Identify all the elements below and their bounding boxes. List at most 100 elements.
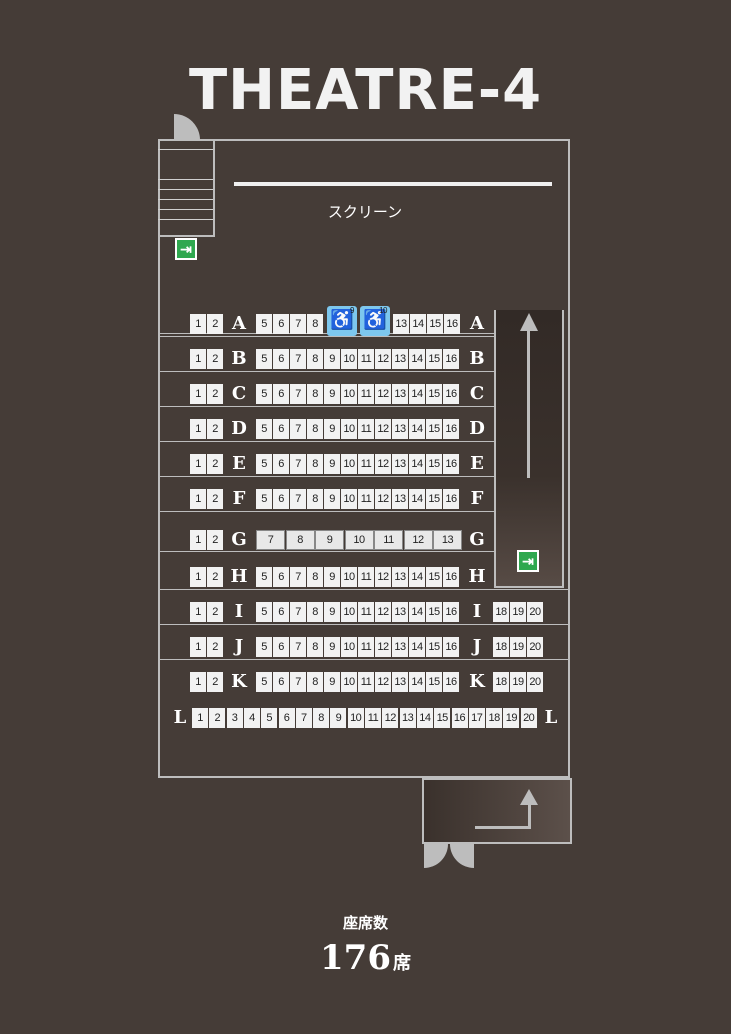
- accessible-seat[interactable]: 9♿: [327, 306, 357, 336]
- seat[interactable]: 1: [190, 602, 206, 622]
- seat[interactable]: 12: [375, 349, 391, 369]
- accessible-seat[interactable]: 10♿: [360, 306, 390, 336]
- seat[interactable]: 1: [190, 672, 206, 692]
- seat[interactable]: 12: [375, 637, 391, 657]
- seat[interactable]: 12: [375, 602, 391, 622]
- seat[interactable]: 8: [307, 314, 323, 334]
- seat[interactable]: 16: [443, 602, 459, 622]
- seat[interactable]: 6: [278, 708, 295, 728]
- seat[interactable]: 20: [520, 708, 537, 728]
- seat[interactable]: 10: [341, 419, 357, 439]
- seat[interactable]: 2: [207, 567, 223, 587]
- seat[interactable]: 12: [375, 489, 391, 509]
- seat[interactable]: 13: [392, 567, 408, 587]
- seat[interactable]: 11: [358, 567, 374, 587]
- seat[interactable]: 15: [426, 637, 442, 657]
- seat[interactable]: 15: [427, 314, 443, 334]
- seat[interactable]: 18: [493, 602, 509, 622]
- seat[interactable]: 19: [510, 672, 526, 692]
- seat[interactable]: 18: [493, 672, 509, 692]
- seat[interactable]: 13: [392, 349, 408, 369]
- seat[interactable]: 9: [324, 567, 340, 587]
- seat[interactable]: 5: [256, 384, 272, 404]
- seat[interactable]: 14: [410, 314, 426, 334]
- seat[interactable]: 13: [433, 530, 462, 550]
- seat[interactable]: 13: [392, 419, 408, 439]
- seat[interactable]: 14: [409, 454, 425, 474]
- seat[interactable]: 15: [426, 602, 442, 622]
- seat[interactable]: 9: [324, 384, 340, 404]
- seat[interactable]: 10: [341, 672, 357, 692]
- seat[interactable]: 11: [365, 708, 381, 728]
- seat[interactable]: 1: [190, 530, 206, 550]
- seat[interactable]: 9: [324, 602, 340, 622]
- seat[interactable]: 9: [315, 530, 344, 550]
- seat[interactable]: 7: [290, 384, 306, 404]
- seat[interactable]: 2: [207, 602, 223, 622]
- seat[interactable]: 12: [375, 384, 391, 404]
- seat[interactable]: 2: [207, 454, 223, 474]
- seat[interactable]: 5: [256, 602, 272, 622]
- seat[interactable]: 17: [468, 708, 485, 728]
- seat[interactable]: 10: [341, 637, 357, 657]
- seat[interactable]: 8: [285, 530, 315, 550]
- seat[interactable]: 1: [190, 384, 206, 404]
- seat[interactable]: 4: [243, 708, 260, 728]
- seat[interactable]: 19: [510, 602, 526, 622]
- seat[interactable]: 1: [190, 314, 206, 334]
- seat[interactable]: 5: [261, 708, 278, 728]
- seat[interactable]: 3: [226, 708, 243, 728]
- seat[interactable]: 14: [409, 489, 425, 509]
- seat[interactable]: 2: [207, 530, 223, 550]
- seat[interactable]: 9: [324, 672, 340, 692]
- seat[interactable]: 19: [510, 637, 526, 657]
- seat[interactable]: 13: [392, 637, 408, 657]
- seat[interactable]: 2: [207, 672, 223, 692]
- seat[interactable]: 16: [443, 567, 459, 587]
- seat[interactable]: 16: [451, 708, 468, 728]
- seat[interactable]: 1: [190, 419, 206, 439]
- seat[interactable]: 5: [256, 454, 272, 474]
- seat[interactable]: 5: [256, 349, 272, 369]
- seat[interactable]: 15: [426, 672, 442, 692]
- seat[interactable]: 7: [290, 489, 306, 509]
- seat[interactable]: 8: [307, 349, 323, 369]
- seat[interactable]: 1: [190, 489, 206, 509]
- seat[interactable]: 1: [190, 454, 206, 474]
- seat[interactable]: 10: [341, 489, 357, 509]
- seat[interactable]: 15: [426, 384, 442, 404]
- seat[interactable]: 14: [409, 384, 425, 404]
- seat[interactable]: 2: [207, 489, 223, 509]
- seat[interactable]: 8: [307, 602, 323, 622]
- seat[interactable]: 14: [409, 602, 425, 622]
- seat[interactable]: 10: [341, 349, 357, 369]
- seat[interactable]: 18: [486, 708, 503, 728]
- seat[interactable]: 14: [409, 349, 425, 369]
- seat[interactable]: 5: [256, 489, 272, 509]
- seat[interactable]: 10: [344, 530, 374, 550]
- seat[interactable]: 11: [358, 349, 374, 369]
- seat[interactable]: 9: [324, 637, 340, 657]
- seat[interactable]: 13: [393, 314, 409, 334]
- seat[interactable]: 6: [273, 489, 289, 509]
- seat[interactable]: 14: [409, 567, 425, 587]
- seat[interactable]: 11: [358, 419, 374, 439]
- seat[interactable]: 8: [307, 419, 323, 439]
- seat[interactable]: 16: [443, 637, 459, 657]
- seat[interactable]: 10: [341, 567, 357, 587]
- seat[interactable]: 7: [290, 602, 306, 622]
- seat[interactable]: 8: [307, 454, 323, 474]
- seat[interactable]: 1: [190, 567, 206, 587]
- seat[interactable]: 9: [324, 454, 340, 474]
- seat[interactable]: 7: [256, 530, 285, 550]
- seat[interactable]: 5: [256, 672, 272, 692]
- seat[interactable]: 16: [443, 384, 459, 404]
- seat[interactable]: 8: [307, 637, 323, 657]
- seat[interactable]: 20: [527, 672, 543, 692]
- seat[interactable]: 12: [375, 454, 391, 474]
- seat[interactable]: 16: [443, 349, 459, 369]
- seat[interactable]: 10: [341, 384, 357, 404]
- seat[interactable]: 6: [273, 602, 289, 622]
- seat[interactable]: 14: [409, 672, 425, 692]
- seat[interactable]: 16: [443, 419, 459, 439]
